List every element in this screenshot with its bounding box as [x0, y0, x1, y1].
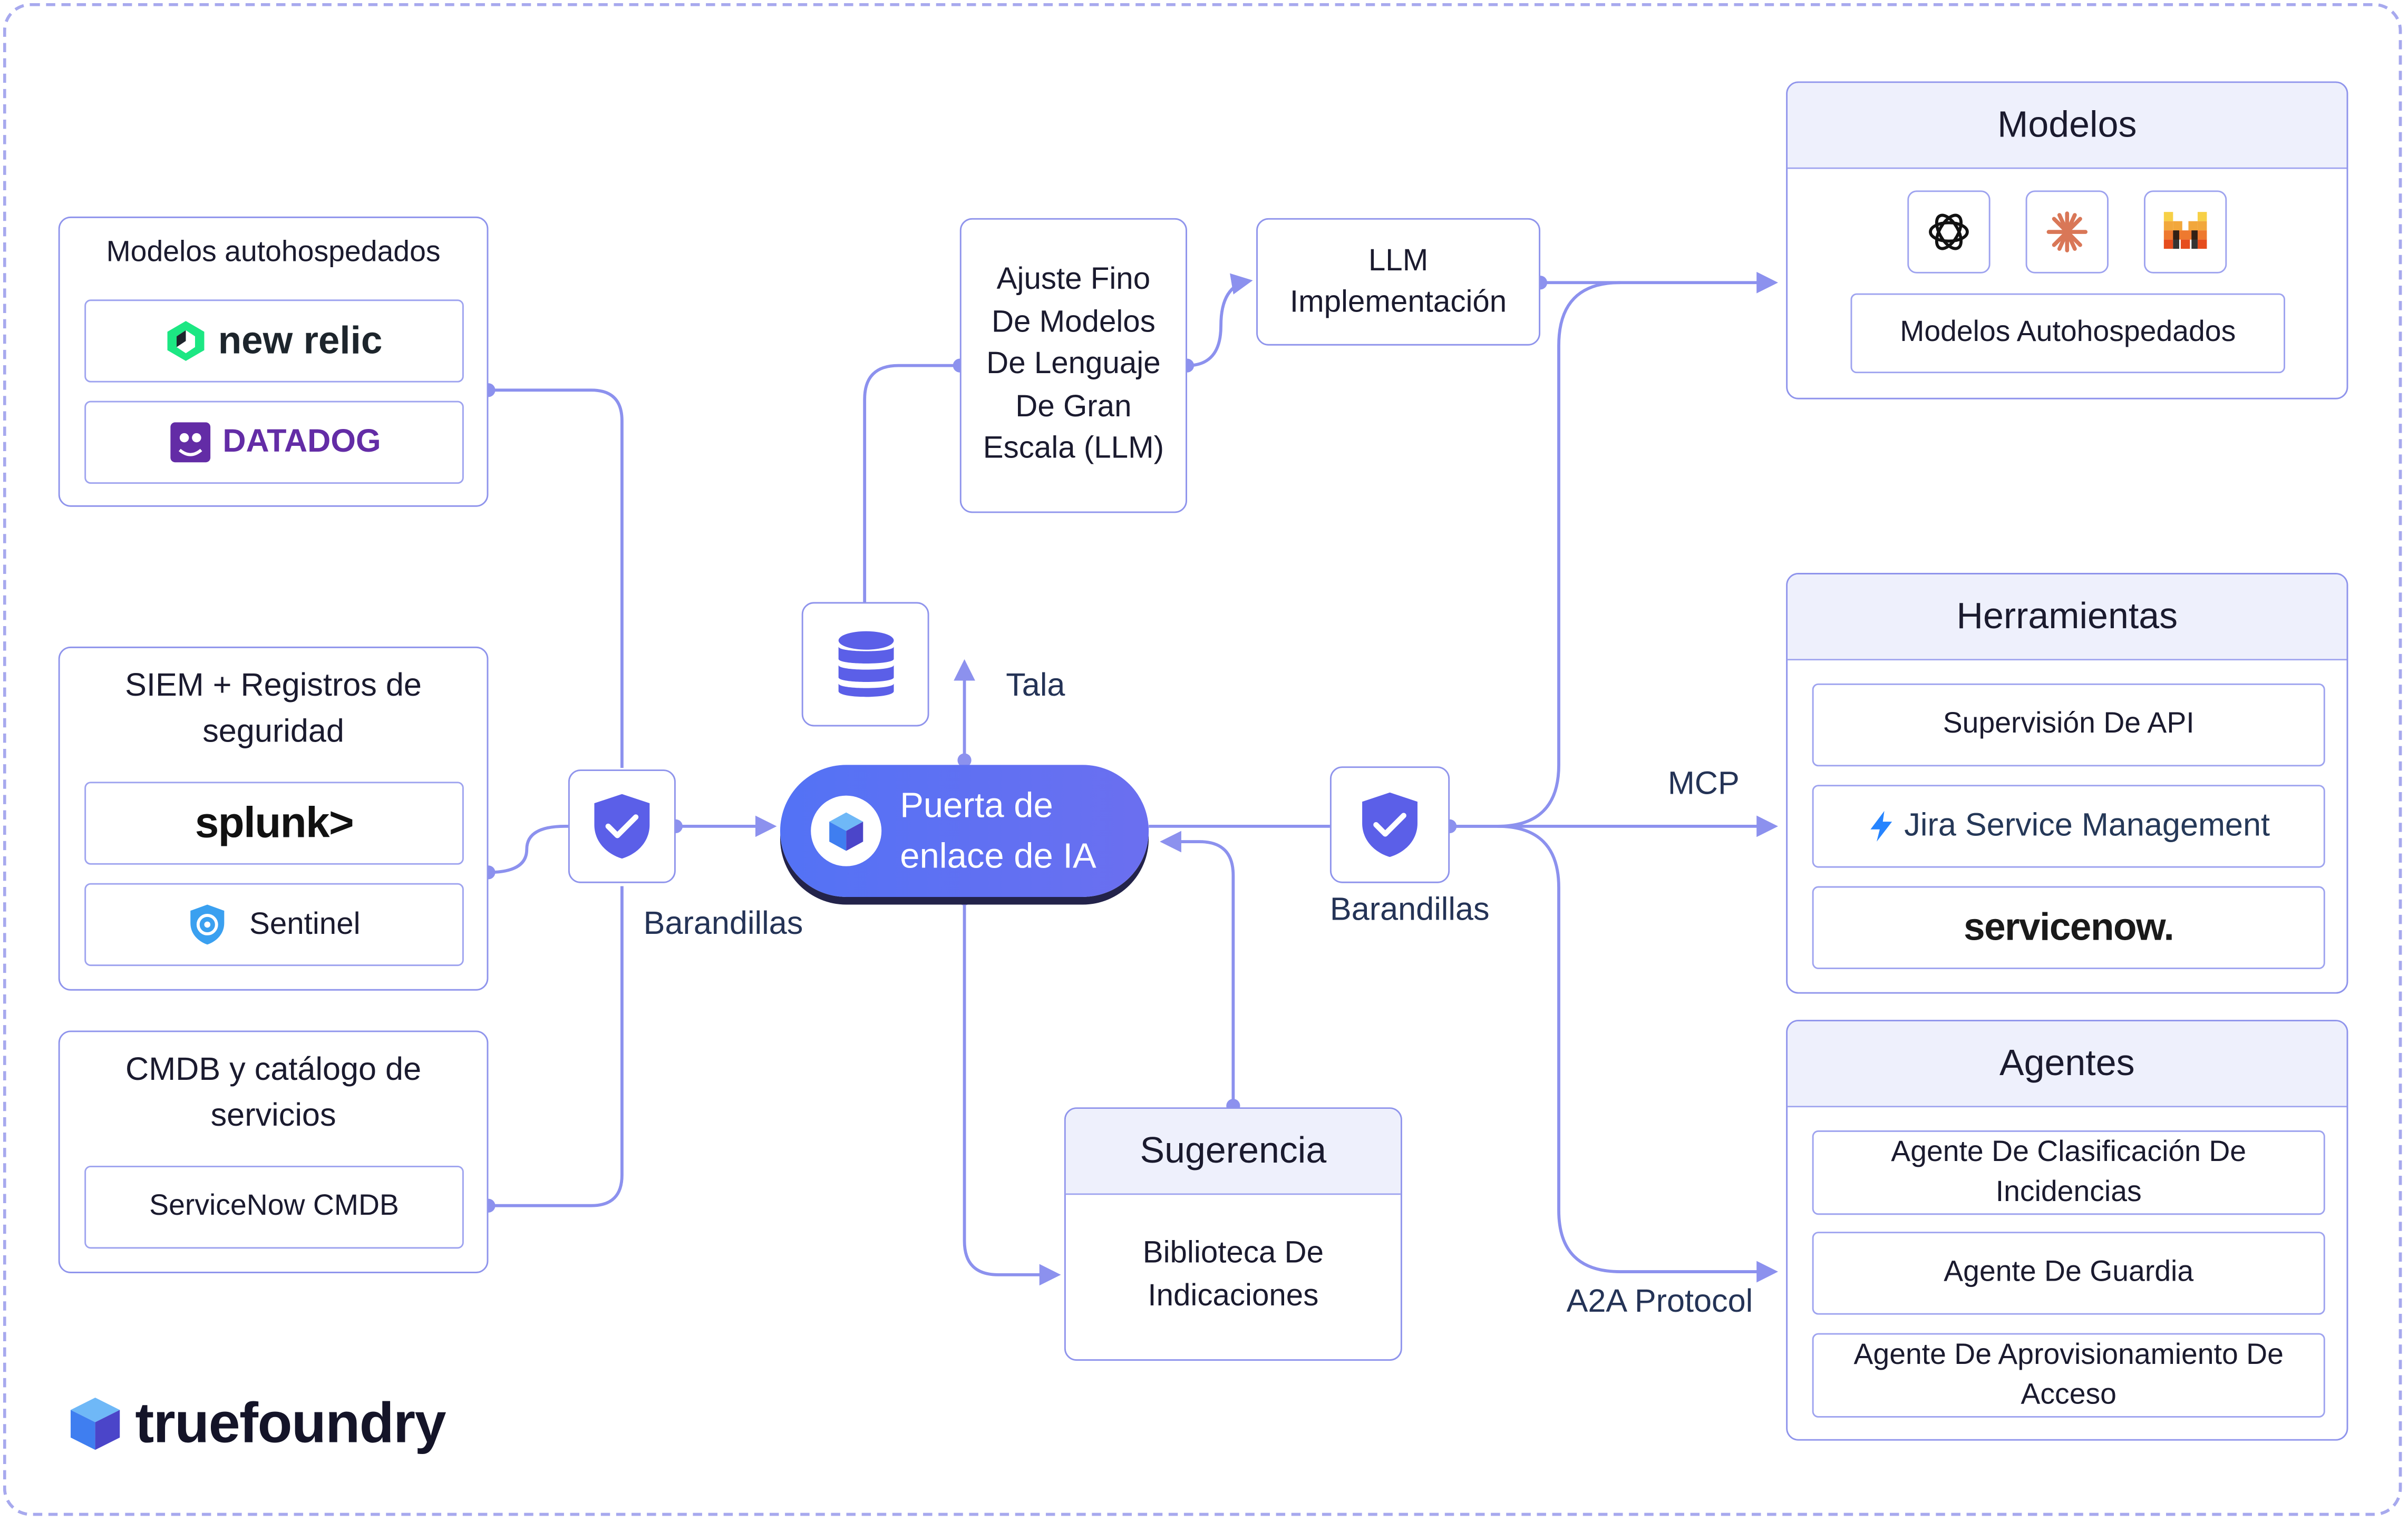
llm-deploy-node[interactable]: LLM Implementación [1256, 218, 1541, 346]
access-provisioning-agent-card[interactable]: Agente De Aprovisionamiento De Acceso [1812, 1333, 2325, 1418]
datadog-card[interactable]: DATADOG [84, 401, 464, 484]
mistral-model-card[interactable] [2143, 190, 2227, 274]
openai-model-card[interactable] [1907, 190, 1991, 274]
edge-gateway-prompt [963, 898, 1061, 1286]
edge-log-finetune [863, 364, 960, 604]
gateway-logo [811, 795, 882, 866]
mcp-label: MCP [1667, 766, 1740, 802]
openai-icon [1929, 213, 1969, 250]
incident-triage-agent-card[interactable]: Agente De Clasificación De Incidencias [1812, 1130, 2325, 1215]
jira-card[interactable]: Jira Service Management [1812, 785, 2325, 868]
api-monitoring-label: Supervisión De API [1943, 708, 2195, 740]
models-group: Modelos [1786, 81, 2348, 399]
cmdb-group: CMDB y catálogo de servicios ServiceNow … [58, 1030, 489, 1273]
a2a-label: A2A Protocol [1566, 1284, 1753, 1320]
agents-title: Agentes [1788, 1021, 2347, 1108]
edge-finetune-llm [1187, 273, 1253, 367]
observability-title: Modelos autohospedados [106, 236, 441, 269]
sentinel-card[interactable]: Sentinel [84, 883, 464, 967]
access-provisioning-agent-label: Agente De Aprovisionamiento De Acceso [1853, 1338, 2284, 1411]
sentinel-label: Sentinel [249, 908, 361, 942]
ai-gateway[interactable]: Puerta de enlace de IA [780, 765, 1149, 897]
mistral-icon [2163, 212, 2207, 249]
guardrail-left[interactable] [568, 769, 676, 883]
truefoundry-cube-icon [829, 812, 863, 851]
self-hosted-models-card[interactable]: Modelos Autohospedados [1850, 293, 2285, 374]
oncall-agent-label: Agente De Guardia [1944, 1256, 2194, 1289]
fine-tune-label: Ajuste Fino De Modelos De Lenguaje De Gr… [983, 263, 1164, 466]
lightning-icon [1870, 811, 1892, 842]
shield-check-icon [594, 794, 650, 859]
servicenow-cmdb-label: ServiceNow CMDB [149, 1190, 399, 1223]
edge-prompt-gateway [1160, 831, 1235, 1106]
canvas-border [3, 3, 2402, 1516]
servicenow-cmdb-card[interactable]: ServiceNow CMDB [84, 1165, 464, 1249]
sentinel-shield-icon [191, 904, 225, 945]
jira-label: Jira Service Management [1904, 807, 2270, 843]
prompt-group: Sugerencia Biblioteca De Indicaciones [1064, 1107, 1402, 1361]
shield-check-icon [1362, 792, 1417, 857]
siem-group: SIEM + Registros de seguridad splunk> Se… [58, 646, 489, 991]
datadog-label: DATADOG [222, 424, 381, 460]
splunk-label: splunk> [195, 798, 354, 846]
servicenow-card[interactable]: servicenow. [1812, 886, 2325, 969]
tools-title: Herramientas [1788, 574, 2347, 661]
guardrail-right-label: Barandillas [1329, 892, 1490, 928]
newrelic-icon [167, 321, 205, 361]
tools-group: Herramientas Supervisión De API Jira Ser… [1786, 573, 2348, 994]
prompt-title: Sugerencia [1065, 1109, 1401, 1195]
edge-a2a [1497, 824, 1779, 1283]
servicenow-label: servicenow. [1964, 906, 2174, 950]
llm-deploy-label: LLM Implementación [1289, 243, 1507, 319]
anthropic-model-card[interactable] [2025, 190, 2109, 274]
brand-name: truefoundry [135, 1391, 446, 1455]
edge-siem-guardrail [488, 824, 568, 874]
newrelic-label: new relic [218, 319, 383, 363]
database-icon [838, 630, 894, 696]
observability-group: Modelos autohospedados new relic DATADOG [58, 216, 489, 507]
fine-tune-node[interactable]: Ajuste Fino De Modelos De Lenguaje De Gr… [959, 218, 1187, 513]
models-title: Modelos [1788, 83, 2347, 169]
edge-cmdb-guardrail [488, 886, 624, 1207]
log-store[interactable] [801, 602, 929, 727]
datadog-icon [170, 422, 211, 463]
cmdb-title: CMDB y catálogo de servicios [125, 1052, 422, 1134]
anthropic-icon [2046, 211, 2088, 252]
log-label: Tala [1006, 668, 1065, 704]
edge-guardrail-models [1450, 271, 1779, 828]
gateway-label: Puerta de enlace de IA [900, 785, 1096, 876]
brand-logo: truefoundry [67, 1391, 446, 1456]
siem-title: SIEM + Registros de seguridad [125, 668, 422, 750]
api-monitoring-card[interactable]: Supervisión De API [1812, 683, 2325, 767]
prompt-library-label[interactable]: Biblioteca De Indicaciones [1142, 1236, 1324, 1313]
truefoundry-logo-icon [71, 1398, 120, 1450]
guardrail-left-label: Barandillas [643, 906, 803, 942]
oncall-agent-card[interactable]: Agente De Guardia [1812, 1232, 2325, 1315]
newrelic-card[interactable]: new relic [84, 299, 464, 383]
agents-group: Agentes Agente De Clasificación De Incid… [1786, 1020, 2348, 1441]
incident-triage-agent-label: Agente De Clasificación De Incidencias [1891, 1136, 2247, 1208]
edge-observability-guardrail [488, 388, 624, 768]
splunk-card[interactable]: splunk> [84, 782, 464, 865]
guardrail-right[interactable] [1329, 766, 1450, 883]
